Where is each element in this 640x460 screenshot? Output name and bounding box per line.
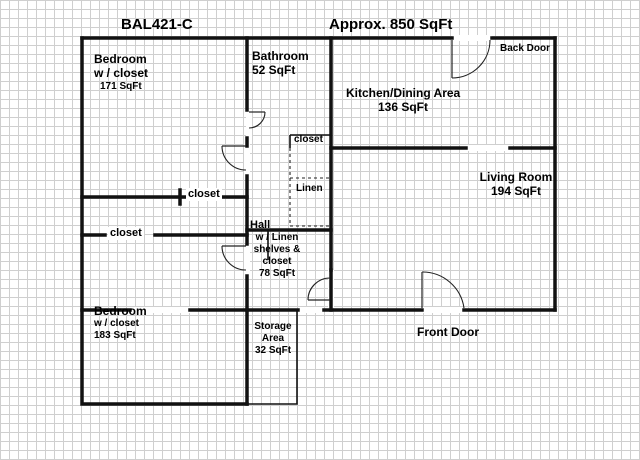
storage-name: Storage: [254, 321, 292, 332]
bathroom-name: Bathroom: [252, 49, 309, 63]
bedroom2-label: Bedroom w / closet 183 SqFt: [94, 304, 147, 342]
hall-label: Hall w / Linen shelves & closet 78 SqFt: [250, 219, 304, 280]
linen-shelves: [289, 148, 331, 227]
living-room-area: 194 SqFt: [490, 184, 541, 199]
hall-line4: closet: [262, 256, 292, 268]
storage-label: Storage Area 32 SqFt: [250, 321, 296, 357]
walls: [80, 36, 557, 406]
hall-name: Hall: [250, 219, 271, 231]
interior-lines: [247, 134, 331, 405]
kitchen-name: Kitchen/Dining Area: [346, 86, 461, 100]
front-door-label: Front Door: [417, 325, 479, 339]
kitchen-area: 136 SqFt: [377, 100, 428, 115]
hall-area: 78 SqFt: [258, 268, 296, 280]
storage-sub: Area: [261, 333, 285, 344]
bedroom2-sub: w / closet: [94, 318, 140, 330]
total-area: Approx. 850 SqFt: [329, 16, 453, 33]
closet-bed2-label: closet: [108, 227, 144, 241]
door-gaps: [130, 35, 510, 313]
bathroom-area: 52 SqFt: [252, 63, 296, 78]
doors: [221, 39, 491, 309]
closet-bed1-label: closet: [186, 188, 222, 202]
bedroom1-label: Bedroom w / closet 171 SqFt: [94, 52, 148, 93]
living-room-name: Living Room: [479, 170, 553, 184]
kitchen-label: Kitchen/Dining Area 136 SqFt: [346, 86, 460, 115]
bedroom2-area: 183 SqFt: [94, 330, 136, 342]
closet-top-label: closet: [294, 134, 323, 145]
bedroom1-sub: w / closet: [94, 66, 149, 81]
bedroom1-name: Bedroom: [94, 52, 147, 66]
back-door-label: Back Door: [500, 43, 551, 54]
bedroom1-area: 171 SqFt: [100, 80, 142, 92]
plan-id: BAL421-C: [121, 16, 193, 33]
hall-line3: shelves &: [253, 244, 301, 256]
storage-area: 32 SqFt: [254, 345, 292, 356]
bathroom-label: Bathroom 52 SqFt: [252, 49, 309, 78]
living-room-label: Living Room 194 SqFt: [476, 170, 556, 199]
bedroom2-name: Bedroom: [94, 304, 147, 318]
linen-label: Linen: [296, 183, 323, 194]
hall-line2: w / Linen: [255, 232, 299, 244]
